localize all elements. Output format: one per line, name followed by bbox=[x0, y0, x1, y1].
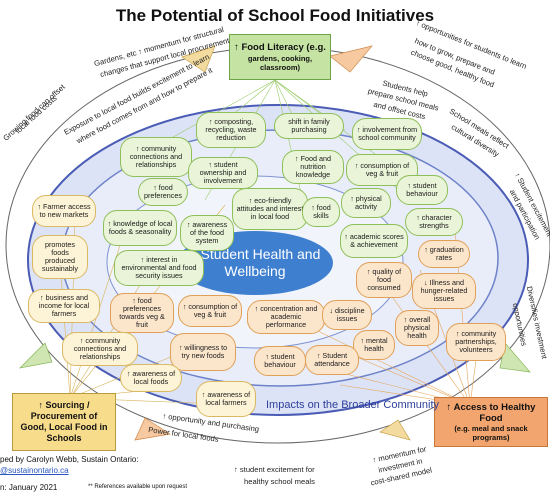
bubble-farmer-access: ↑ Farmer access to new markets bbox=[32, 195, 96, 227]
diagram-title: The Potential of School Food Initiatives bbox=[115, 6, 435, 25]
bubble-awareness-local-foods: ↑ awareness of local foods bbox=[120, 364, 182, 392]
bubble-discipline: ↓ discipline issues bbox=[322, 300, 372, 330]
bubble-graduation: ↑ graduation rates bbox=[418, 240, 470, 268]
bubble-concentration: ↑ concentration and academic performance bbox=[247, 300, 325, 334]
food-literacy-box: ↑ Food Literacy (e.g. gardens, cooking, … bbox=[229, 34, 331, 80]
credit-email[interactable]: @sustainontario.ca bbox=[0, 466, 69, 475]
bubble-physical-activity: ↑ physical activity bbox=[341, 188, 391, 218]
arc-student-excitement-2: healthy school meals bbox=[244, 477, 315, 486]
sourcing-box: ↑ Sourcing / Procurement of Good, Local … bbox=[12, 393, 116, 451]
bubble-overall-health: ↑ overall physical health bbox=[395, 310, 439, 346]
bubble-promotes-sustainable: promotes foods produced sustainably bbox=[32, 235, 88, 279]
arc-student-excitement: ↑ student excitement for bbox=[234, 465, 315, 474]
arrow-right-top bbox=[329, 45, 373, 73]
credit-email-link[interactable]: @sustainontario.ca bbox=[0, 466, 69, 475]
food-literacy-sub: gardens, cooking, classroom) bbox=[247, 53, 313, 72]
arrow-left-bottom bbox=[18, 342, 53, 369]
bubble-academic: ↑ academic scores & achievement bbox=[340, 224, 408, 258]
bubble-community-left: ↑ community connections and relationship… bbox=[62, 332, 138, 366]
references-note: ** References available upon request bbox=[88, 484, 188, 490]
bubble-preferences-veg: ↑ food preferences towards veg & fruit bbox=[110, 293, 174, 333]
arrow-left-top bbox=[181, 45, 216, 73]
bubble-willingness: ↑ willingness to try new foods bbox=[170, 333, 236, 371]
bubble-community-partnerships: ↑ community partnerships, volunteers bbox=[446, 323, 506, 361]
arrow-bottom-right bbox=[379, 419, 411, 441]
bubble-quality: ↑ quality of food consumed bbox=[356, 262, 412, 298]
bubble-involvement: ↑ involvement from school community bbox=[352, 118, 422, 150]
bubble-food-skills: ↑ food skills bbox=[302, 197, 340, 227]
bubble-composting: ↑ composting, recycling, waste reduction bbox=[196, 112, 266, 148]
bubble-eco-friendly: ↑ eco-friendly attitudes and interest in… bbox=[232, 188, 308, 230]
bubble-awareness-system: ↑ awareness of the food system bbox=[180, 215, 234, 251]
food-literacy-title: ↑ Food Literacy (e.g. bbox=[234, 42, 326, 54]
bubble-character: ↑ character strengths bbox=[405, 208, 463, 236]
access-box: ↑ Access to Healthy Food (e.g. meal and … bbox=[434, 397, 548, 447]
bubble-consumption-mid: ↑ consumption of veg & fruit bbox=[178, 295, 242, 327]
bubble-attendance: ↑ Student attendance bbox=[305, 345, 359, 375]
bubble-food-nutrition: ↑ Food and nutrition knowledge bbox=[282, 150, 344, 184]
bubble-illness: ↓ Illness and hunger-related issues bbox=[412, 273, 476, 309]
bubble-preferences: ↑ food preferences bbox=[138, 178, 188, 206]
bubble-behaviour-top: ↑ student behaviour bbox=[396, 175, 448, 205]
sourcing-title: ↑ Sourcing / Procurement of Good, Local … bbox=[20, 400, 108, 443]
access-title: ↑ Access to Healthy Food bbox=[446, 401, 536, 424]
bubble-mental-health: ↑ mental health bbox=[353, 330, 395, 360]
access-sub: (e.g. meal and snack programs) bbox=[454, 424, 528, 443]
bubble-awareness-farmers: ↑ awareness of local farmers bbox=[196, 381, 256, 417]
impacts-label: Impacts on the Broader Community bbox=[266, 399, 440, 411]
bubble-interest-env: ↑ interest in environmental and food sec… bbox=[114, 250, 204, 286]
bubble-knowledge-local: ↑ knowledge of local foods & seasonality bbox=[103, 210, 177, 246]
bubble-behaviour-low: ↑ student behaviour bbox=[254, 346, 306, 376]
bubble-ownership: ↑ student ownership and involvement bbox=[188, 157, 258, 189]
credit-line: ped by Carolyn Webb, Sustain Ontario: bbox=[0, 455, 139, 464]
bubble-community-relationships: ↑ community connections and relationship… bbox=[120, 137, 192, 177]
arrow-bottom-left bbox=[134, 417, 171, 441]
credit-date: n: January 2021 bbox=[0, 483, 58, 492]
bubble-business-income: ↑ business and income for local farmers bbox=[28, 289, 100, 323]
bubble-family-purchasing: shift in family purchasing bbox=[274, 113, 344, 139]
